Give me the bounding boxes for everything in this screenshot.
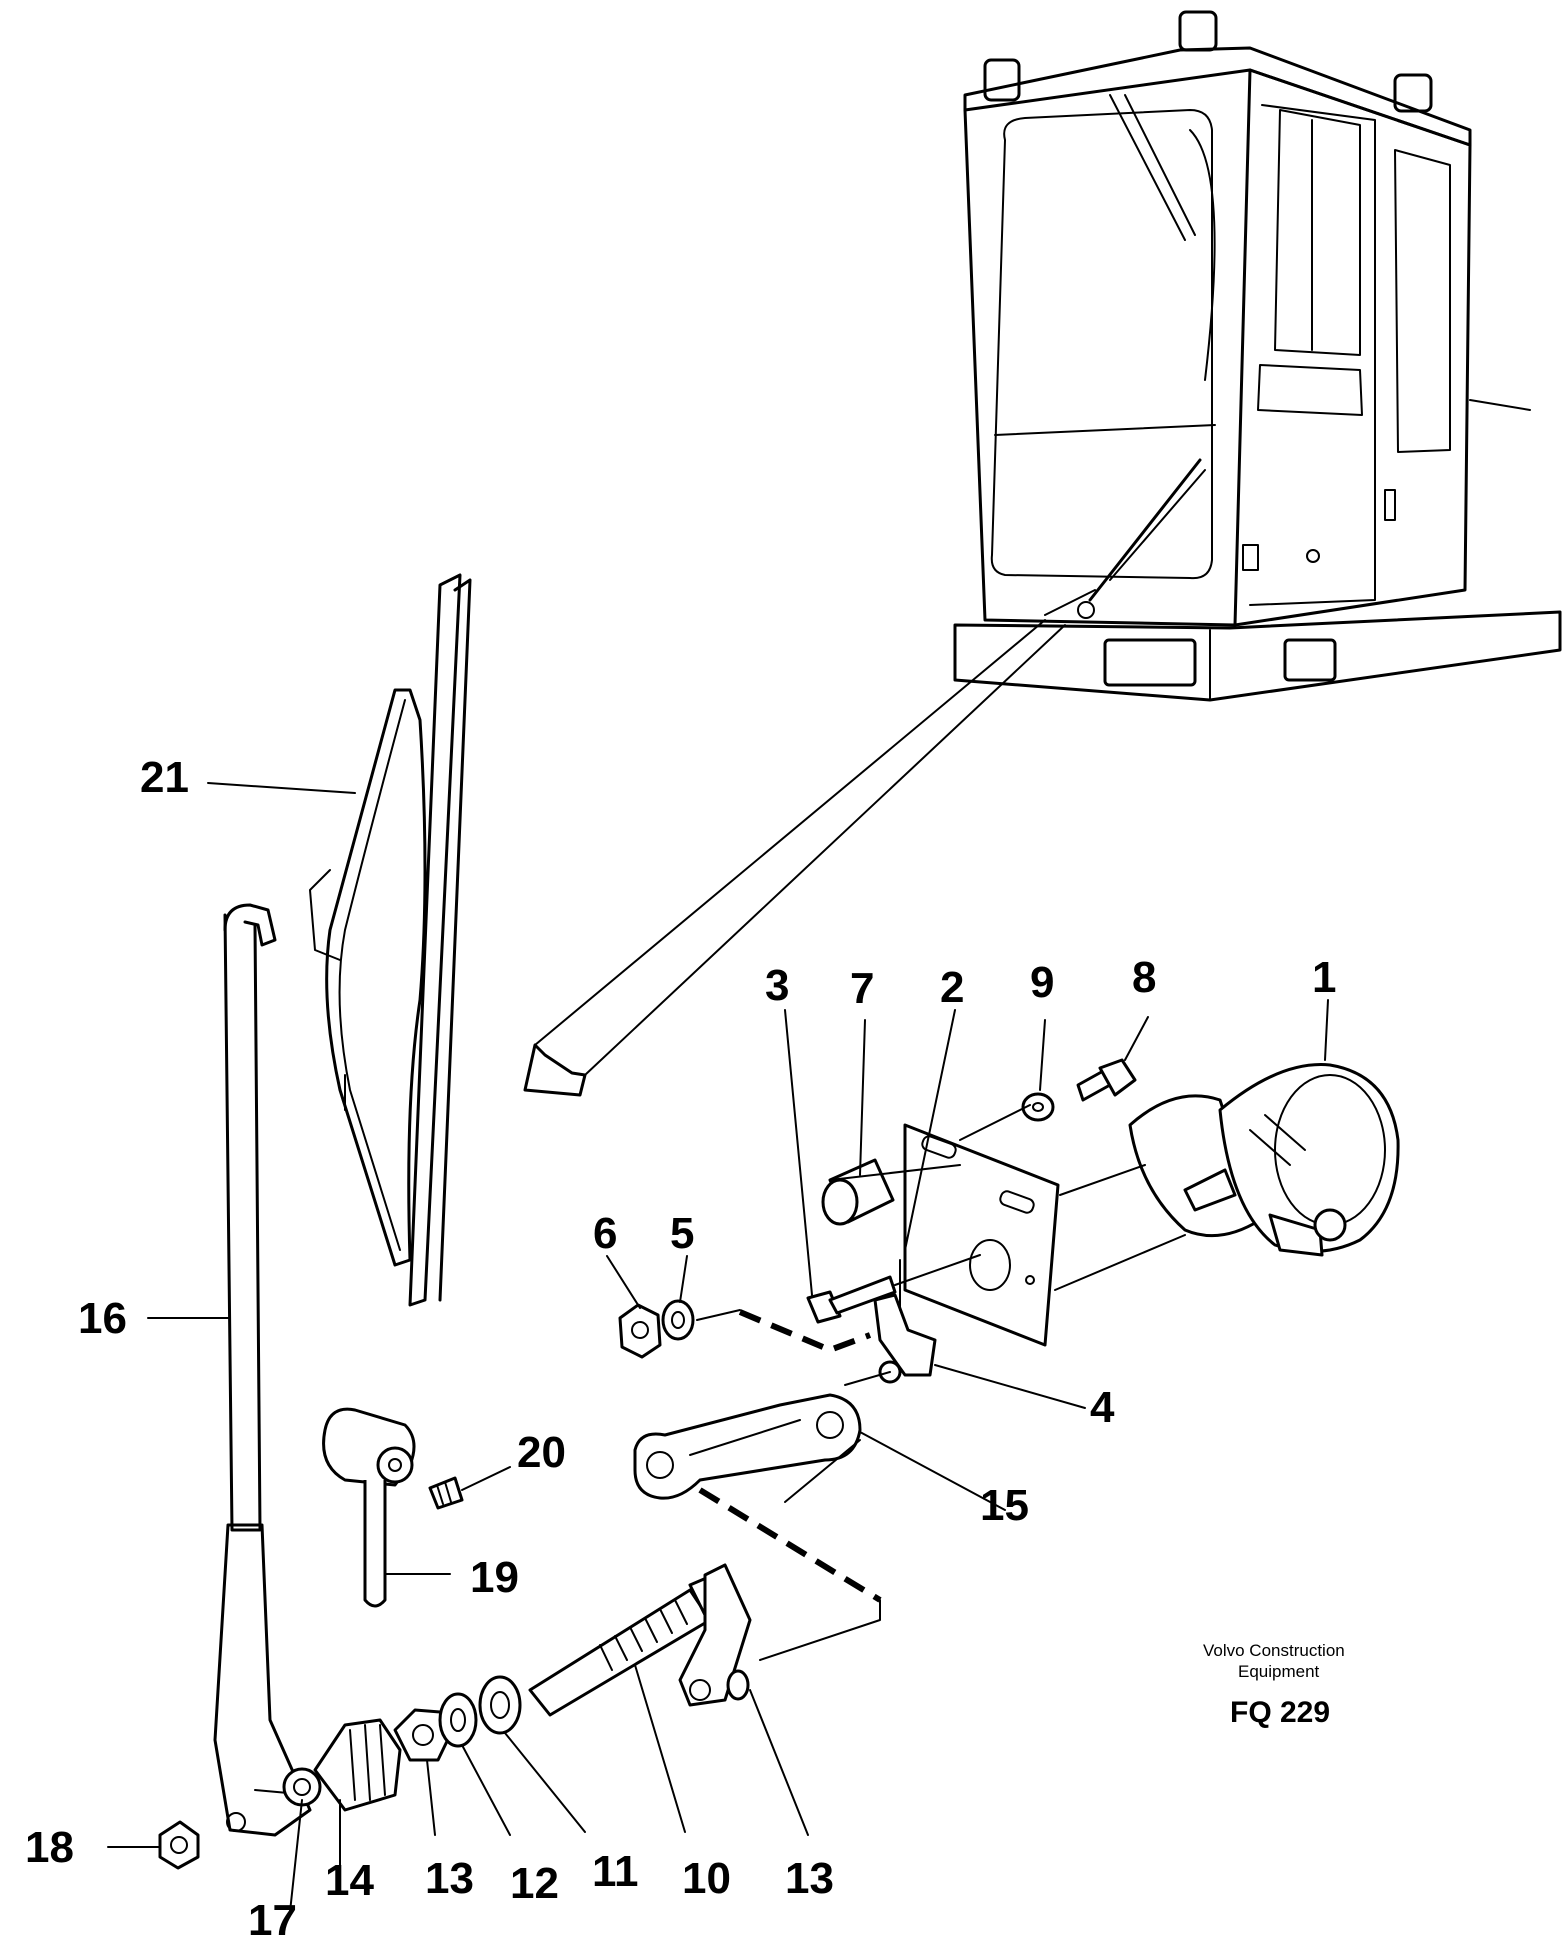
cab-illustration	[953, 10, 1562, 702]
washer-9	[1021, 1092, 1055, 1122]
mounting-plate-2	[903, 1123, 1060, 1347]
washer-11	[478, 1675, 522, 1735]
callout-labels: 1 2 3 4 5 6 7 8 9 10 11 12 13 13 14 15 1…	[25, 753, 1336, 1945]
cap-nut-14	[313, 1718, 402, 1812]
leader-lines	[107, 782, 1329, 1913]
callout-18: 18	[25, 1823, 74, 1872]
callout-13-right: 13	[785, 1854, 834, 1903]
callout-6: 6	[593, 1209, 617, 1258]
wiper-motor-1	[1128, 1063, 1400, 1257]
location-arrow	[523, 589, 1096, 1097]
callout-9: 9	[1030, 958, 1054, 1007]
callout-15: 15	[980, 1481, 1029, 1530]
callout-2: 2	[940, 963, 964, 1012]
credit-block: Volvo Construction Equipment FQ 229	[1203, 1641, 1345, 1729]
callout-12: 12	[510, 1859, 559, 1908]
link-15	[633, 1393, 862, 1500]
callout-3: 3	[765, 961, 789, 1010]
callout-17: 17	[248, 1896, 297, 1945]
crank-lever-13	[678, 1563, 752, 1707]
callout-4: 4	[1090, 1383, 1115, 1432]
callout-5: 5	[670, 1209, 694, 1258]
wiper-blade	[309, 573, 472, 1307]
clamp-19	[322, 1407, 416, 1608]
callout-10: 10	[682, 1854, 731, 1903]
callout-11: 11	[592, 1847, 639, 1896]
credit-line-1: Volvo Construction	[1203, 1641, 1345, 1660]
figure-code: FQ 229	[1230, 1696, 1330, 1729]
nut-6	[618, 1303, 662, 1359]
callout-19: 19	[470, 1553, 519, 1602]
bolt-3	[806, 1275, 897, 1324]
washer-12	[438, 1692, 478, 1748]
assembly-lines	[696, 1104, 1186, 1661]
callout-13-left: 13	[425, 1854, 474, 1903]
callout-1: 1	[1312, 953, 1336, 1002]
callout-7: 7	[850, 964, 874, 1013]
spacer-7	[821, 1158, 895, 1226]
bolt-8	[1076, 1058, 1137, 1102]
nut-13	[393, 1708, 452, 1762]
callout-16: 16	[78, 1294, 127, 1343]
nut-18	[158, 1820, 200, 1870]
callout-8: 8	[1132, 953, 1156, 1002]
washer-5	[661, 1299, 695, 1341]
callout-20: 20	[517, 1428, 566, 1477]
callout-21: 21	[140, 753, 189, 802]
screw-20	[428, 1476, 464, 1510]
clip-4	[873, 1293, 937, 1384]
callout-14: 14	[325, 1856, 374, 1905]
wiper-arm	[213, 903, 312, 1837]
credit-line-2: Equipment	[1238, 1662, 1320, 1681]
